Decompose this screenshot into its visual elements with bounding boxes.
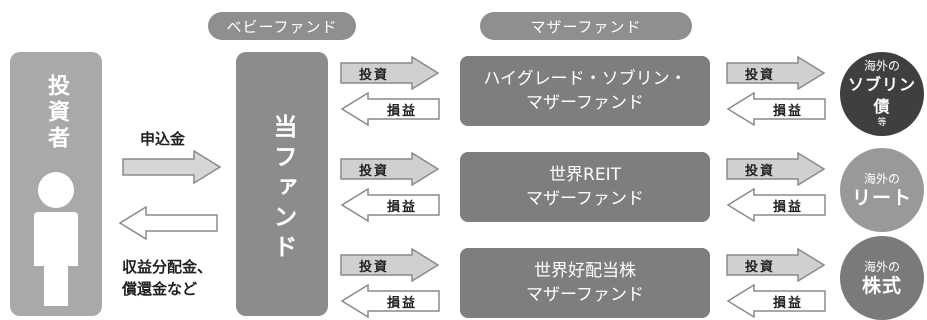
- mother-fund-sovereign: ハイグレード・ソブリン・ マザーファンド: [460, 56, 710, 126]
- invest-arrow-3: [340, 248, 440, 282]
- investor-box: 投資者: [10, 52, 102, 316]
- target-sovereign-sub: 等: [877, 118, 887, 128]
- target-reit-main: リート: [851, 186, 912, 209]
- profit-label-3: 損益: [386, 295, 417, 311]
- target-equity-top: 海外の: [863, 259, 900, 274]
- mother-fund-reit-line2: マザーファンド: [526, 189, 644, 209]
- return-arrow: [118, 206, 218, 240]
- this-fund-box: 当ファンド: [236, 52, 328, 316]
- invest-arrow-1: [340, 56, 440, 90]
- target-reit-top: 海外の: [863, 171, 900, 186]
- this-fund-label: 当ファンド: [269, 114, 297, 264]
- target-reit: 海外の リート: [840, 148, 924, 232]
- profit-label-5: 損益: [772, 199, 803, 215]
- return-label-line1: 収益分配金、: [122, 258, 213, 276]
- invest-arrow-6: [726, 248, 826, 282]
- invest-arrow-4: [726, 56, 826, 90]
- profit-label-6: 損益: [772, 295, 803, 311]
- subscription-label: 申込金: [140, 130, 186, 148]
- baby-fund-header: ベビーファンド: [208, 12, 356, 40]
- profit-label-1: 損益: [386, 103, 417, 119]
- invest-label-1: 投資: [358, 67, 389, 83]
- profit-arrow-3: [340, 284, 440, 318]
- mother-fund-sovereign-line1: ハイグレード・ソブリン・: [483, 69, 687, 89]
- mother-fund-reit: 世界REIT マザーファンド: [460, 152, 710, 222]
- person-icon: [34, 172, 78, 306]
- subscription-arrow: [122, 150, 222, 184]
- target-sovereign-main: ソブリン債: [847, 75, 916, 116]
- profit-label-2: 損益: [386, 199, 417, 215]
- target-sovereign-bonds: 海外の ソブリン債 等: [840, 52, 924, 136]
- target-equity-main: 株式: [861, 274, 902, 297]
- profit-arrow-1: [340, 92, 440, 126]
- invest-label-4: 投資: [744, 67, 775, 83]
- investor-label: 投資者: [44, 74, 69, 152]
- profit-label-4: 損益: [772, 103, 803, 119]
- return-label-line2: 償還金など: [122, 280, 198, 298]
- mother-fund-equity-line1: 世界好配当株: [534, 261, 636, 281]
- profit-arrow-5: [726, 188, 826, 222]
- mother-fund-equity-line2: マザーファンド: [526, 285, 644, 305]
- profit-arrow-4: [726, 92, 826, 126]
- invest-label-5: 投資: [744, 163, 775, 179]
- mother-fund-equity: 世界好配当株 マザーファンド: [460, 248, 710, 318]
- return-label: 収益分配金、 償還金など: [122, 256, 212, 300]
- invest-label-2: 投資: [358, 163, 389, 179]
- profit-arrow-2: [340, 188, 440, 222]
- mother-fund-header: マザーファンド: [480, 12, 692, 40]
- target-equity: 海外の 株式: [840, 236, 924, 320]
- mother-fund-reit-line1: 世界REIT: [549, 165, 621, 185]
- target-sovereign-top: 海外の: [863, 59, 900, 73]
- invest-label-3: 投資: [358, 259, 389, 275]
- invest-label-6: 投資: [744, 259, 775, 275]
- mother-fund-sovereign-line2: マザーファンド: [526, 93, 644, 113]
- invest-arrow-2: [340, 152, 440, 186]
- invest-arrow-5: [726, 152, 826, 186]
- profit-arrow-6: [726, 284, 826, 318]
